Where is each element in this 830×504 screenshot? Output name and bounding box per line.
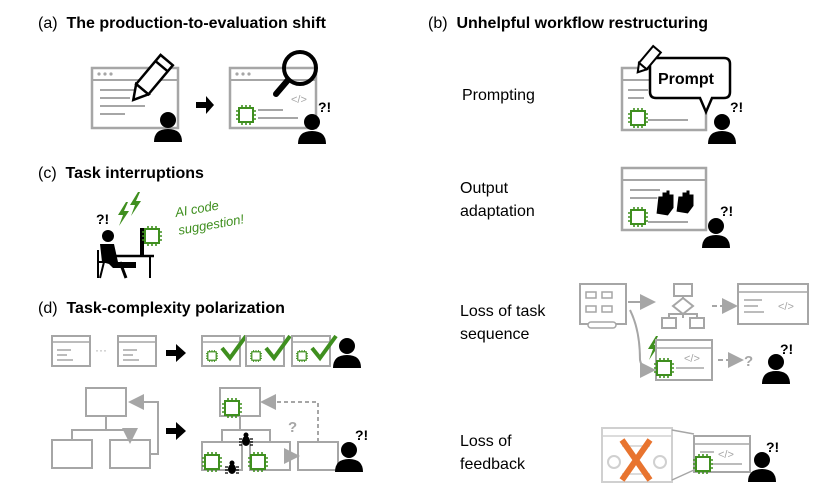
confusion-mark: ?! — [720, 203, 733, 219]
magnifier-icon — [273, 50, 318, 97]
person-icon — [335, 442, 363, 472]
small-window — [117, 335, 157, 367]
confusion-mark: ?! — [318, 99, 331, 115]
window-sequence-1: </> — [737, 283, 809, 325]
cross-icon — [619, 438, 653, 482]
ellipsis: ··· — [95, 343, 107, 357]
ai-chip-icon — [247, 451, 269, 473]
ai-chip-icon — [653, 357, 675, 379]
arrow-right-icon — [196, 96, 214, 114]
ai-chip-icon — [692, 453, 714, 475]
label-output-adaptation: Output adaptation — [460, 180, 535, 220]
ai-chip-icon — [627, 206, 649, 228]
person-icon — [708, 114, 736, 144]
arrow-curved — [629, 309, 656, 378]
section-d-text: Task-complexity polarization — [66, 300, 285, 317]
code-tag: </> — [718, 449, 734, 461]
section-c-text: Task interruptions — [65, 165, 204, 182]
bolt-icon — [118, 202, 129, 226]
prompt-text: Prompt — [658, 71, 715, 88]
section-b-title: (b) Unhelpful workflow restructuring — [428, 15, 708, 33]
ai-chip-icon — [221, 397, 243, 419]
pencil-icon — [131, 53, 175, 102]
ai-chip-icon — [141, 225, 163, 247]
section-d-letter: (d) — [38, 300, 58, 317]
section-b-text: Unhelpful workflow restructuring — [456, 15, 709, 32]
ai-window-checked — [245, 334, 292, 367]
ai-window-checked — [201, 334, 248, 367]
confusion-mark: ?! — [730, 99, 743, 115]
section-a-letter: (a) — [38, 15, 58, 32]
confusion-mark: ?! — [355, 427, 368, 443]
person-at-desk-icon — [97, 228, 154, 279]
zoom-lines — [671, 429, 695, 481]
section-b-letter: (b) — [428, 15, 448, 32]
ai-chip-icon — [235, 104, 257, 126]
blueprint-icon — [579, 283, 627, 329]
question-mark: ? — [744, 353, 753, 370]
arrow-right-icon — [166, 344, 186, 362]
label-prompting: Prompting — [462, 87, 535, 104]
section-a-title: (a) The production-to-evaluation shift — [38, 15, 326, 33]
flowchart-icon — [661, 283, 705, 329]
question-mark: ? — [288, 419, 297, 436]
code-tag: </> — [684, 353, 700, 365]
gloves-icon — [655, 189, 695, 217]
person-icon — [333, 338, 361, 368]
ai-chip-icon — [627, 107, 649, 129]
ai-suggestion-text: AI code suggestion! — [173, 194, 246, 238]
arrow-right-icon — [166, 422, 186, 440]
code-tag: </> — [291, 94, 307, 106]
person-icon — [762, 354, 790, 384]
bolt-icon — [130, 192, 141, 216]
task-tree-manual — [51, 387, 159, 469]
label-loss-of-feedback: Loss of feedback — [460, 433, 525, 473]
label-loss-of-task-sequence: Loss of task sequence — [460, 303, 546, 343]
section-c-letter: (c) — [38, 165, 57, 182]
task-tree-ai — [201, 387, 339, 471]
confusion-mark: ?! — [96, 211, 109, 227]
person-icon — [748, 452, 776, 482]
ai-chip-icon — [201, 451, 223, 473]
section-a-text: The production-to-evaluation shift — [66, 15, 326, 32]
small-window — [51, 335, 91, 367]
section-d-title: (d) Task-complexity polarization — [38, 300, 285, 318]
code-tag: </> — [778, 301, 794, 313]
confusion-mark: ?! — [780, 341, 793, 357]
ai-window-checked — [291, 334, 338, 367]
section-c-title: (c) Task interruptions — [38, 165, 204, 183]
confusion-mark: ?! — [766, 439, 779, 455]
pencil-icon — [636, 44, 663, 74]
